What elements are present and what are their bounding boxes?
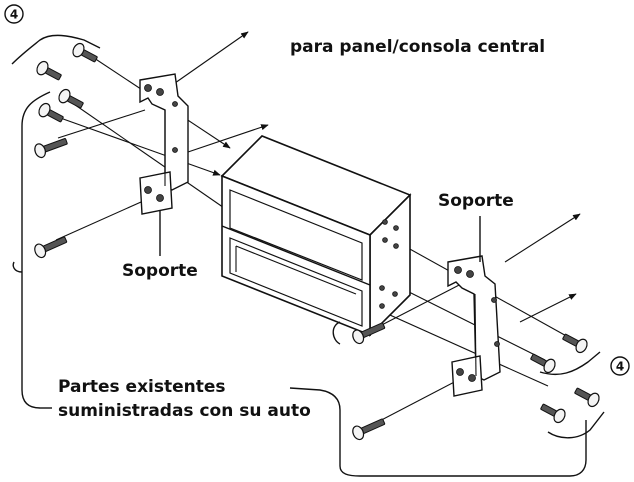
bracket-right: [447, 255, 501, 397]
callout-right: 4: [610, 356, 630, 376]
screw-icon: [58, 88, 84, 109]
screw-icon: [36, 60, 62, 81]
screw-icon: [38, 102, 64, 123]
screw-icon: [352, 418, 386, 441]
screws-left-top: [36, 42, 98, 123]
bracket-left: [139, 73, 189, 215]
screw-icon: [34, 138, 68, 159]
callout-left: 4: [4, 4, 24, 24]
screw-icon: [540, 403, 566, 424]
label-existing-parts-line2: suministradas con su auto: [58, 401, 311, 421]
screw-icon: [530, 353, 556, 374]
mounting-sleeve: [220, 135, 412, 337]
screw-icon: [574, 387, 600, 408]
screw-icon: [72, 42, 98, 63]
label-bracket-right: Soporte: [438, 191, 514, 211]
label-bracket-left: Soporte: [122, 261, 198, 281]
screw-icon: [352, 322, 386, 345]
screws-left-long: [34, 138, 68, 259]
label-existing-parts-line1: Partes existentes: [58, 377, 226, 397]
grouping-braces: [11, 34, 605, 477]
screw-icon: [562, 333, 588, 354]
label-top-mount: para panel/consola central: [290, 37, 545, 57]
callout-number-left: 4: [10, 8, 18, 22]
callout-number-right: 4: [616, 360, 624, 374]
leader-lines: [159, 210, 481, 262]
screw-icon: [34, 236, 68, 259]
screws-right: [352, 322, 600, 441]
